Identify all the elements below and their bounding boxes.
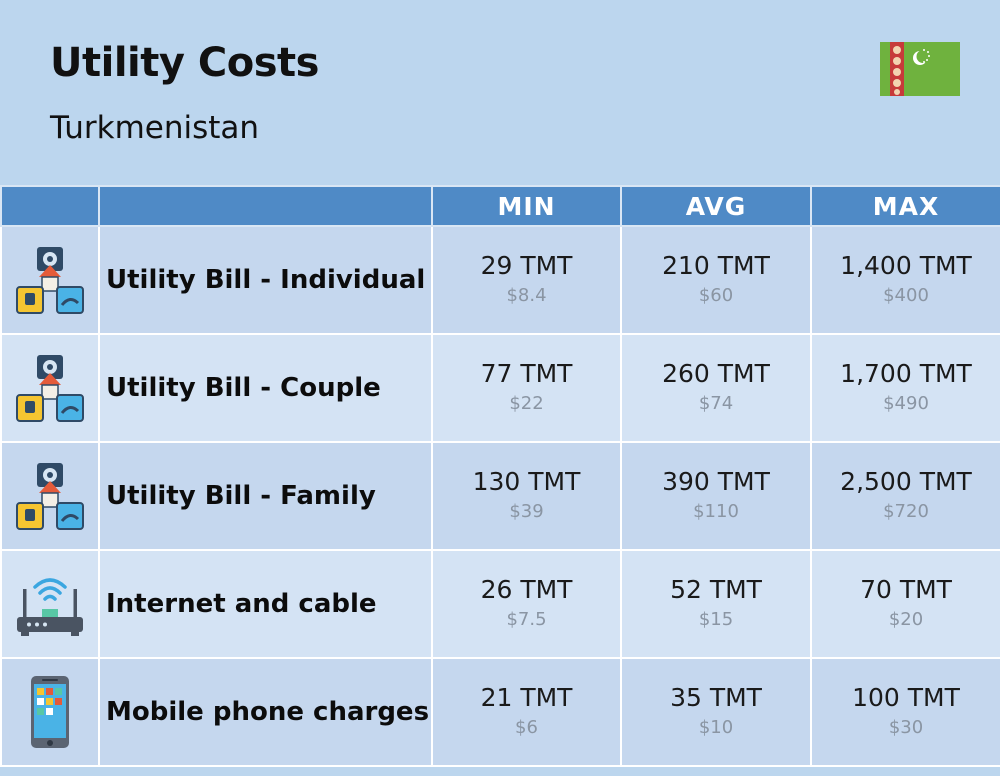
avg-cell: 52 TMT $15 [620,549,812,659]
max-usd-value: $30 [888,717,924,738]
avg-usd-value: $10 [698,717,734,738]
avg-usd-value: $15 [698,609,734,630]
min-usd-value: $6 [515,717,538,738]
row-icon-cell [0,441,100,551]
max-cell: 1,400 TMT $400 [810,225,1000,335]
table-row: Internet and cable 26 TMT $7.5 52 TMT $1… [0,549,1000,659]
min-usd-value: $22 [509,393,544,414]
max-local-value: 2,500 TMT [840,467,972,496]
min-cell: 130 TMT $39 [431,441,622,551]
min-local-value: 21 TMT [480,683,573,712]
avg-local-value: 390 TMT [662,467,770,496]
min-usd-value: $39 [509,501,544,522]
row-icon-cell [0,333,100,443]
max-usd-value: $720 [883,501,929,522]
utility-bill-icon [2,461,98,531]
router-icon [2,569,98,639]
min-local-value: 26 TMT [480,575,573,604]
row-label: Utility Bill - Individual [98,225,433,335]
row-label: Mobile phone charges [98,657,433,767]
row-icon-cell [0,225,100,335]
avg-local-value: 52 TMT [670,575,762,604]
avg-cell: 390 TMT $110 [620,441,812,551]
row-icon-cell [0,549,100,659]
country-subtitle: Turkmenistan [50,110,260,146]
min-local-value: 29 TMT [480,251,573,280]
max-cell: 70 TMT $20 [810,549,1000,659]
utility-bill-icon [2,353,98,423]
utility-costs-table: MIN AVG MAX Utility Bill - Individual 29… [0,185,1000,767]
avg-local-value: 210 TMT [662,251,770,280]
max-local-value: 70 TMT [860,575,952,604]
max-cell: 1,700 TMT $490 [810,333,1000,443]
table-row: Utility Bill - Couple 77 TMT $22 260 TMT… [0,333,1000,443]
min-usd-value: $7.5 [506,609,547,630]
min-cell: 26 TMT $7.5 [431,549,622,659]
min-cell: 29 TMT $8.4 [431,225,622,335]
avg-cell: 35 TMT $10 [620,657,812,767]
table-header-row: MIN AVG MAX [0,185,1000,227]
avg-column-header: AVG [620,185,812,227]
avg-local-value: 260 TMT [662,359,770,388]
item-column-header [98,185,433,227]
avg-usd-value: $60 [698,285,734,306]
avg-cell: 210 TMT $60 [620,225,812,335]
icon-column-header [0,185,100,227]
row-label: Internet and cable [98,549,433,659]
min-usd-value: $8.4 [506,285,547,306]
min-local-value: 130 TMT [472,467,581,496]
max-usd-value: $20 [888,609,924,630]
min-column-header: MIN [431,185,622,227]
max-column-header: MAX [810,185,1000,227]
max-usd-value: $400 [883,285,929,306]
min-cell: 21 TMT $6 [431,657,622,767]
max-local-value: 100 TMT [852,683,960,712]
row-icon-cell [0,657,100,767]
mobile-phone-icon [2,674,98,750]
min-local-value: 77 TMT [480,359,573,388]
utility-bill-icon [2,245,98,315]
table-row: Mobile phone charges 21 TMT $6 35 TMT $1… [0,657,1000,767]
avg-cell: 260 TMT $74 [620,333,812,443]
row-label: Utility Bill - Couple [98,333,433,443]
row-label: Utility Bill - Family [98,441,433,551]
avg-usd-value: $110 [693,501,739,522]
avg-usd-value: $74 [698,393,734,414]
max-local-value: 1,700 TMT [840,359,972,388]
page-title: Utility Costs [50,40,319,86]
max-cell: 2,500 TMT $720 [810,441,1000,551]
avg-local-value: 35 TMT [670,683,762,712]
max-local-value: 1,400 TMT [840,251,972,280]
turkmenistan-flag-icon [880,42,960,96]
max-usd-value: $490 [883,393,929,414]
table-row: Utility Bill - Individual 29 TMT $8.4 21… [0,225,1000,335]
max-cell: 100 TMT $30 [810,657,1000,767]
min-cell: 77 TMT $22 [431,333,622,443]
table-row: Utility Bill - Family 130 TMT $39 390 TM… [0,441,1000,551]
